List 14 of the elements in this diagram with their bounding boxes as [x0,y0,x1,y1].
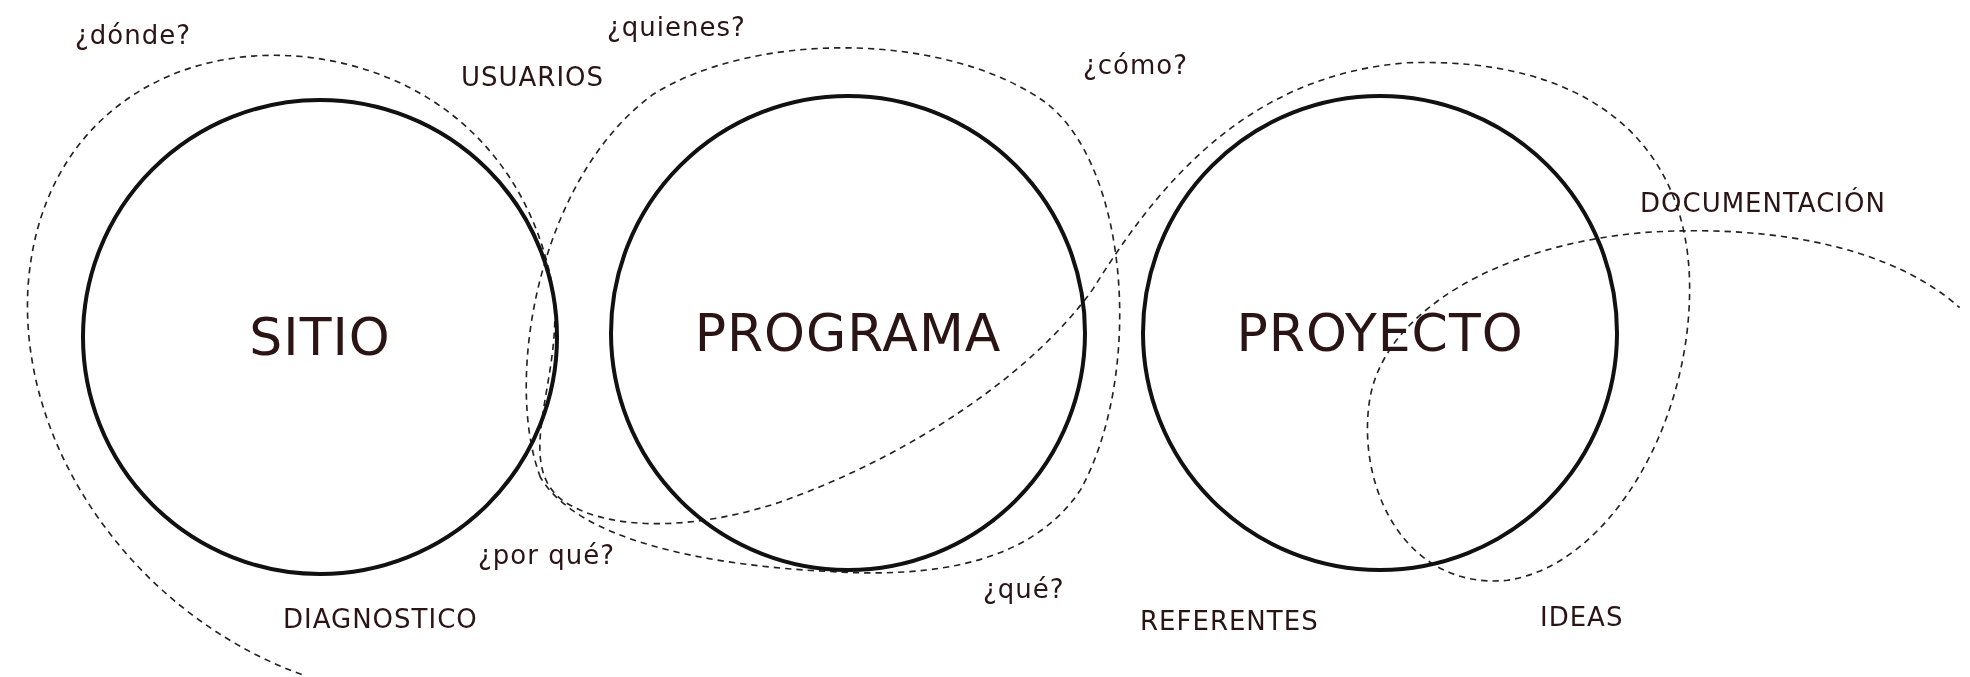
keyword-label: IDEAS [1540,602,1624,632]
node-label: PROYECTO [1236,303,1524,363]
keyword-label: DOCUMENTACIÓN [1640,188,1886,218]
question-label: ¿dónde? [75,20,191,50]
node-label: PROGRAMA [694,303,1002,363]
keyword-label: REFERENTES [1140,606,1319,636]
circle-node [1141,94,1619,572]
question-label: ¿qué? [983,574,1065,604]
question-label: ¿quienes? [607,12,746,42]
question-label: ¿por qué? [478,540,615,570]
keyword-label: USUARIOS [461,62,605,92]
question-label: ¿cómo? [1083,50,1189,80]
node-label: SITIO [249,307,391,367]
keyword-label: DIAGNOSTICO [283,604,478,634]
